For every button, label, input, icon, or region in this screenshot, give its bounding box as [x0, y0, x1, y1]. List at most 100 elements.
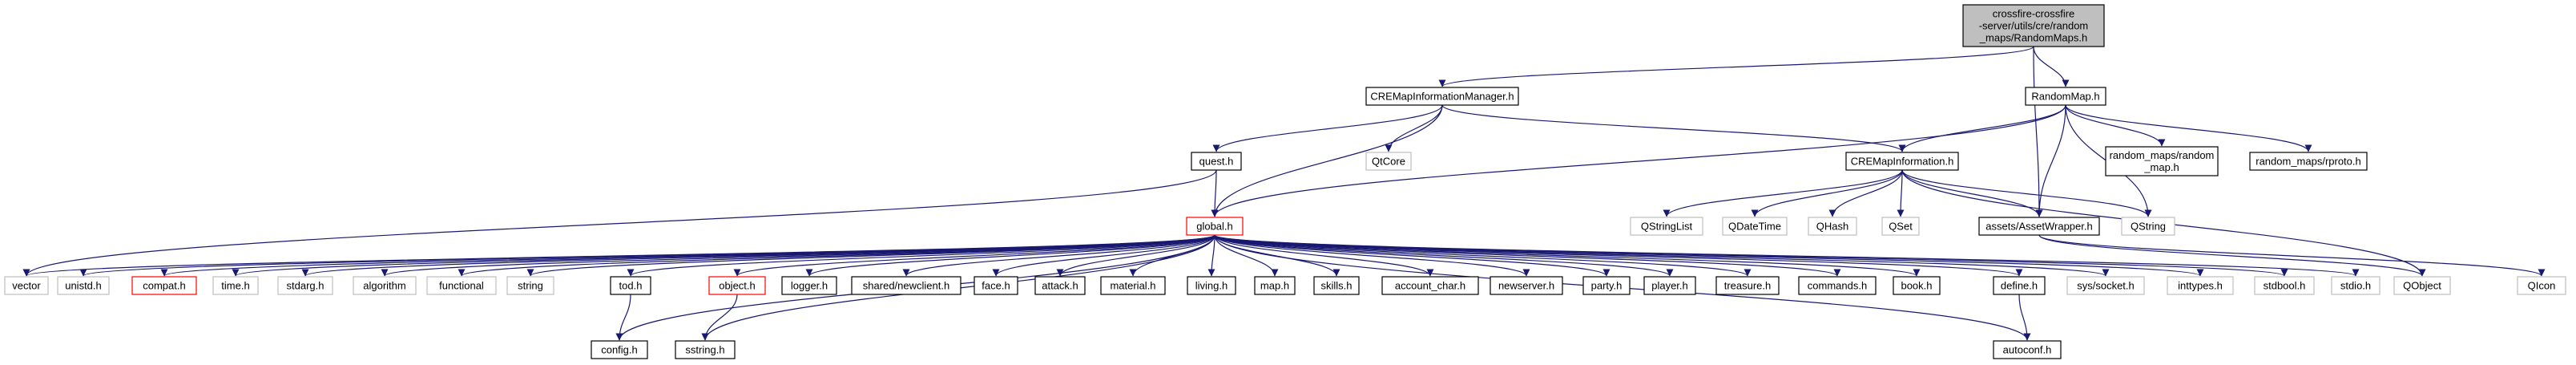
node-qstringlist: QStringList: [1630, 217, 1703, 236]
node-box-rm_random_map: [2105, 146, 2219, 176]
edge-root-to-cremapinfomanager: [1438, 46, 2034, 87]
node-stdarg: stdarg.h: [277, 276, 333, 295]
node-qstring: QString: [2121, 217, 2175, 236]
edge-cremapinfo-to-qdatetime: [1751, 169, 1903, 217]
node-player[interactable]: player.h: [1643, 276, 1696, 295]
node-label-attack: attack.h: [1042, 280, 1078, 292]
node-label-cremapinfomanager: CREMapInformationManager.h: [1370, 91, 1514, 103]
node-label-string: string: [518, 280, 543, 292]
node-qobject: QObject: [2393, 276, 2451, 295]
node-box-qstring: [2121, 217, 2175, 236]
node-box-face: [974, 276, 1018, 295]
node-label-autoconf: autoconf.h: [2003, 344, 2052, 356]
node-vector: vector: [4, 276, 49, 295]
node-label-inttypes: inttypes.h: [2178, 280, 2223, 292]
edge-cremapinfomanager-to-qtcore: [1385, 104, 1443, 152]
node-tod[interactable]: tod.h: [610, 276, 651, 295]
node-box-string: [506, 276, 554, 295]
edge-randommap-to-rm_rproto: [2065, 104, 2312, 152]
node-box-book: [1893, 276, 1941, 295]
edge-cremapinfomanager-to-global: [1211, 104, 1443, 217]
edge-global-to-object: [733, 234, 1215, 277]
node-skills[interactable]: skills.h: [1313, 276, 1360, 295]
edge-global-to-stdio: [1214, 234, 2359, 277]
node-living[interactable]: living.h: [1187, 276, 1236, 295]
node-commands[interactable]: commands.h: [1798, 276, 1877, 295]
edge-global-to-party: [1214, 234, 1611, 277]
node-rm_random_map[interactable]: random_maps/random_map.h: [2105, 146, 2219, 176]
node-material[interactable]: material.h: [1100, 276, 1166, 295]
node-config[interactable]: config.h: [591, 340, 648, 359]
node-label-stdarg: stdarg.h: [287, 280, 325, 292]
node-account_char[interactable]: account_char.h: [1381, 276, 1479, 295]
node-box-config: [591, 340, 648, 359]
node-newclient[interactable]: shared/newclient.h: [851, 276, 961, 295]
node-box-object: [708, 276, 766, 295]
node-box-sstring: [675, 340, 736, 359]
node-define[interactable]: define.h: [1993, 276, 2046, 295]
node-box-qtcore: [1365, 152, 1412, 171]
edge-global-to-treasure: [1214, 234, 1752, 277]
edge-cremapinfomanager-to-quest: [1212, 104, 1443, 152]
node-label-cremapinfo: CREMapInformation.h: [1851, 156, 1954, 168]
edge-global-to-material: [1129, 234, 1215, 277]
node-randommap[interactable]: RandomMap.h: [2025, 87, 2106, 106]
node-qhash: QHash: [1808, 217, 1857, 236]
node-map[interactable]: map.h: [1254, 276, 1296, 295]
node-label-quest: quest.h: [1199, 156, 1234, 168]
node-compat[interactable]: compat.h: [131, 276, 197, 295]
node-global[interactable]: global.h: [1186, 217, 1244, 236]
node-cremapinfomanager[interactable]: CREMapInformationManager.h: [1365, 87, 1519, 106]
node-label-root: -server/utils/cre/random: [1979, 20, 2089, 32]
node-box-qicon: [2517, 276, 2566, 295]
node-label-define: define.h: [2001, 280, 2038, 292]
node-box-qset: [1881, 217, 1920, 236]
node-quest[interactable]: quest.h: [1191, 152, 1242, 171]
edge-global-to-syssocket: [1214, 234, 2110, 277]
node-root[interactable]: crossfire-crossfire-server/utils/cre/ran…: [1962, 4, 2105, 47]
node-face[interactable]: face.h: [974, 276, 1018, 295]
node-object[interactable]: object.h: [708, 276, 766, 295]
node-assetwrapper[interactable]: assets/AssetWrapper.h: [1978, 217, 2100, 236]
edge-global-to-string: [526, 234, 1215, 277]
node-sstring[interactable]: sstring.h: [675, 340, 736, 359]
node-label-party: party.h: [1591, 280, 1623, 292]
node-logger[interactable]: logger.h: [781, 276, 837, 295]
node-label-assetwrapper: assets/AssetWrapper.h: [1985, 221, 2092, 233]
edge-global-to-logger: [805, 234, 1215, 277]
node-label-qdatetime: QDateTime: [1728, 221, 1781, 233]
node-functional: functional: [426, 276, 497, 295]
edge-global-to-book: [1214, 234, 1921, 277]
node-label-qobject: QObject: [2403, 280, 2441, 292]
node-label-compat: compat.h: [143, 280, 185, 292]
edge-cremapinfo-to-qhash: [1828, 169, 1903, 217]
node-label-qstring: QString: [2131, 221, 2166, 233]
node-rm_rproto[interactable]: random_maps/rproto.h: [2249, 152, 2368, 171]
edge-global-to-player: [1214, 234, 1674, 277]
node-attack[interactable]: attack.h: [1034, 276, 1086, 295]
node-party[interactable]: party.h: [1582, 276, 1631, 295]
node-cremapinfo[interactable]: CREMapInformation.h: [1845, 152, 1959, 171]
node-label-newserver: newserver.h: [1498, 280, 1554, 292]
node-autoconf[interactable]: autoconf.h: [1993, 340, 2062, 359]
edge-cremapinfo-to-qset: [1897, 169, 1905, 217]
node-label-functional: functional: [439, 280, 484, 292]
edge-root-to-assetwrapper: [2033, 46, 2043, 217]
node-newserver[interactable]: newserver.h: [1490, 276, 1563, 295]
node-book[interactable]: book.h: [1893, 276, 1941, 295]
node-label-time: time.h: [221, 280, 249, 292]
edge-global-to-living: [1207, 234, 1215, 277]
node-label-algorithm: algorithm: [363, 280, 405, 292]
edge-global-to-compat: [161, 234, 1215, 277]
edge-global-to-face: [992, 234, 1215, 277]
node-box-rm_rproto: [2249, 152, 2368, 171]
node-label-vector: vector: [12, 280, 41, 292]
node-label-qhash: QHash: [1816, 221, 1848, 233]
node-label-sstring: sstring.h: [685, 344, 724, 356]
node-box-define: [1993, 276, 2046, 295]
node-treasure[interactable]: treasure.h: [1715, 276, 1780, 295]
node-label-material: material.h: [1110, 280, 1155, 292]
node-box-newclient: [851, 276, 961, 295]
node-box-randommap: [2025, 87, 2106, 106]
node-label-qtcore: QtCore: [1372, 156, 1405, 168]
